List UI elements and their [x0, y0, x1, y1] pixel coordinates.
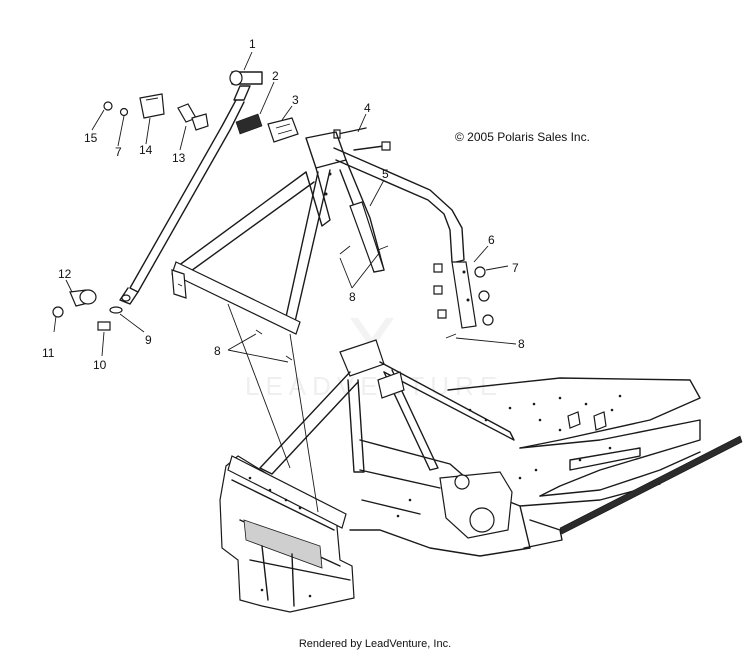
clamp-13 [177, 103, 209, 131]
watermark-text: LEADVENTURE [245, 371, 503, 401]
callout-8-left: 8 [214, 344, 221, 358]
bolt-4 [333, 127, 391, 151]
callout-13: 13 [172, 151, 186, 165]
callout-7-right: 7 [512, 261, 519, 275]
callout-5: 5 [382, 167, 389, 181]
callout-10: 10 [93, 358, 107, 372]
footer-credit: Rendered by LeadVenture, Inc. [298, 638, 452, 650]
steering-post [119, 70, 263, 305]
chassis [219, 339, 743, 613]
callout-labels: 1 2 3 4 5 6 7 7 8 8 8 9 10 11 12 13 14 1… [42, 37, 525, 372]
callout-3: 3 [292, 93, 299, 107]
tie-rod-end [52, 289, 123, 331]
callout-14: 14 [139, 143, 153, 157]
callout-12: 12 [58, 267, 72, 281]
nut-15 [103, 101, 129, 117]
hoop-bolts [433, 263, 494, 326]
callout-8-center: 8 [349, 290, 356, 304]
callout-11: 11 [42, 346, 55, 360]
callout-15: 15 [84, 131, 98, 145]
callout-7-left: 7 [115, 145, 122, 159]
leader-lines [53, 51, 517, 363]
copyright-notice: © 2005 Polaris Sales Inc. [455, 130, 590, 144]
steering-bushing [267, 117, 299, 143]
callout-8-right: 8 [518, 337, 525, 351]
callout-6: 6 [488, 233, 495, 247]
cotter-pins [255, 245, 457, 361]
callout-1: 1 [249, 37, 256, 51]
watermark-logo: LEADVENTURE [245, 318, 503, 401]
steering-bracket [235, 113, 263, 135]
callout-2: 2 [272, 69, 279, 83]
callout-4: 4 [364, 101, 371, 115]
clamp-14 [139, 93, 165, 119]
steering-hoop [171, 131, 477, 335]
callout-9: 9 [145, 333, 152, 347]
